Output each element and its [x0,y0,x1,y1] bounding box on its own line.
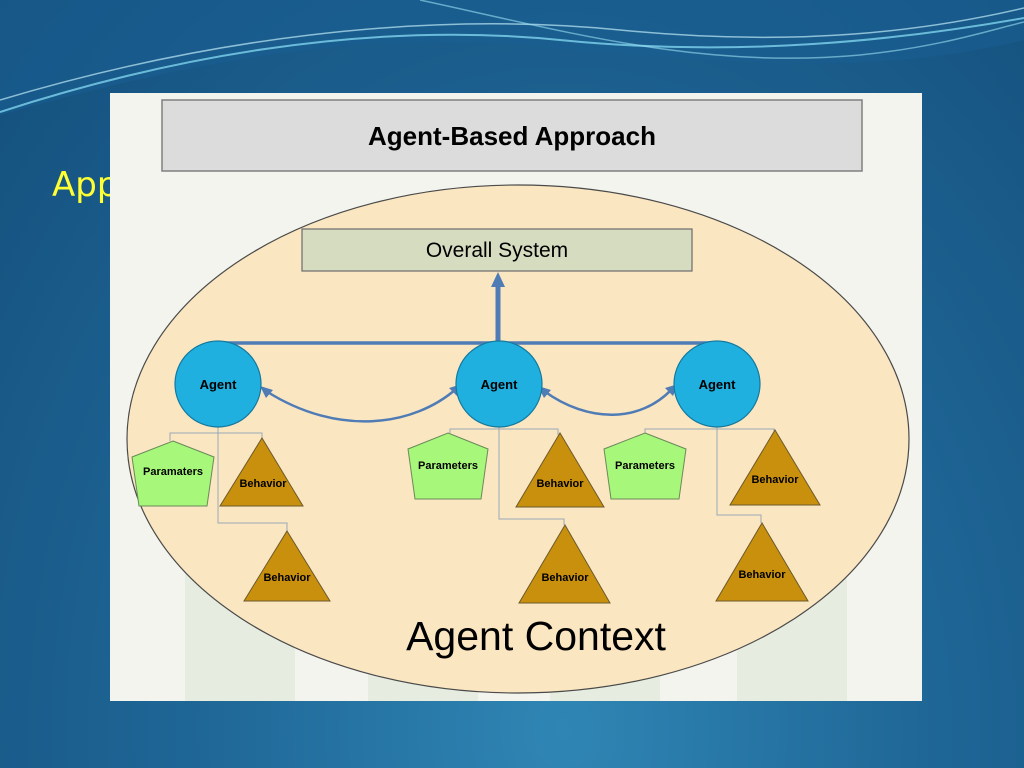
behavior-triangle [515,432,605,508]
parameters-label: Parameters [418,460,478,472]
agent-label: Agent [481,377,519,392]
agent-node [174,340,262,428]
behavior-triangle [729,429,821,506]
agent-diagram: Agent-Based Approach Overall System [126,99,910,701]
behavior-triangle [518,524,611,604]
agent-label: Agent [699,377,737,392]
parameters-label: Paramaters [143,466,203,478]
arrow-up-icon [491,272,505,287]
arrow-left-icon [260,386,273,398]
behavior-label: Behavior [536,478,584,490]
overall-system-box [301,228,693,272]
diagram-figure: Agent-Based Approach Overall System [110,93,922,701]
parameters-pentagon [407,432,489,500]
behavior-label: Behavior [751,474,799,486]
interaction-arrow [265,388,457,423]
diagram-title-box [161,99,863,172]
behavior-triangle [715,522,809,602]
agent-label: Agent [200,377,238,392]
behavior-label: Behavior [738,569,786,581]
agent-context-ellipse [126,184,910,694]
overall-system-label: Overall System [426,239,568,262]
agent-node [455,340,543,428]
behavior-label: Behavior [263,572,311,584]
parameters-pentagon [131,440,215,507]
diagram-title: Agent-Based Approach [368,121,656,151]
wave-line [419,0,1024,59]
parameters-pentagon [603,432,687,500]
wave-line [0,17,1024,113]
parameters-label: Parameters [615,460,675,472]
behavior-label: Behavior [239,478,287,490]
wave-band [0,0,1024,115]
behavior-triangle [219,437,304,507]
agent-node [673,340,761,428]
agent-context-label: Agent Context [406,613,666,659]
wave-line [0,7,1024,101]
behavior-label: Behavior [541,572,589,584]
interaction-arrow [543,388,673,416]
behavior-triangle [243,530,331,602]
